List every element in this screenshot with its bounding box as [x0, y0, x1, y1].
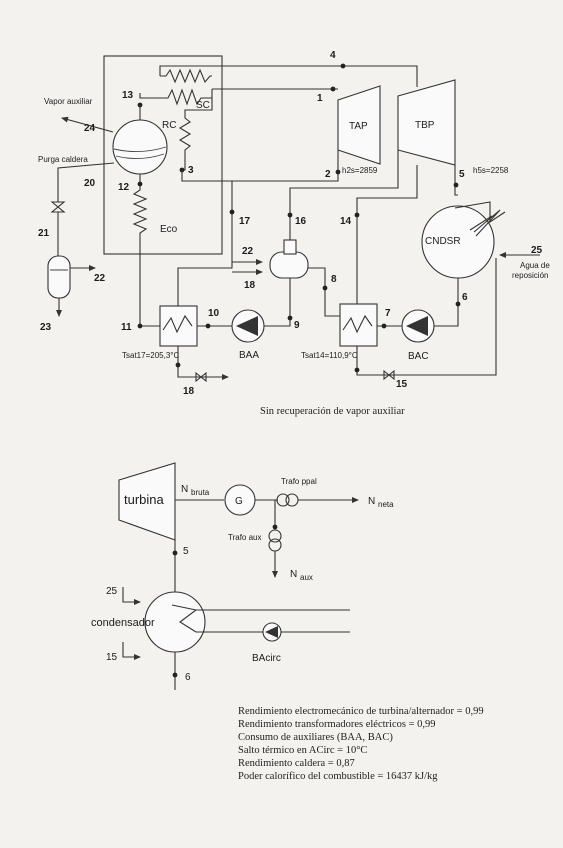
n-aux-sub: aux — [300, 573, 313, 582]
sch-point-6: 6 — [185, 672, 191, 683]
point-4: 4 — [330, 50, 336, 61]
point-12: 12 — [118, 182, 130, 193]
electrical-schematic: turbina N bruta G Trafo ppal N neta Traf… — [91, 462, 394, 690]
point-17: 17 — [239, 216, 251, 227]
trafo-ppal-1 — [276, 493, 290, 507]
tap-turbine — [337, 85, 381, 165]
point-24: 24 — [84, 123, 96, 134]
rc-drum — [112, 119, 168, 175]
point-16: 16 — [295, 216, 307, 227]
tsat14-label: Tsat14=110,9°C — [301, 351, 358, 360]
tsat17-label: Tsat17=205,3°C — [122, 351, 179, 360]
eco-coil — [132, 174, 148, 327]
eco-label: Eco — [160, 224, 178, 235]
n-neta-n: N — [368, 496, 375, 507]
boiler-enclosure — [103, 55, 223, 255]
turbina-label: turbina — [124, 492, 165, 507]
tbp-label: TBP — [415, 120, 435, 131]
point-5: 5 — [459, 169, 465, 180]
rc-label: RC — [162, 120, 176, 131]
condensador-label: condensador — [91, 617, 155, 629]
note-3: Consumo de auxiliares (BAA, BAC) — [238, 732, 393, 743]
point-14: 14 — [340, 216, 352, 227]
bacirc-label: BAcirc — [252, 653, 281, 664]
h5s-label: h5s=2258 — [473, 166, 509, 175]
point-10: 10 — [208, 308, 220, 319]
bac-label: BAC — [408, 351, 429, 362]
n-aux-n: N — [290, 569, 297, 580]
sch-point-5: 5 — [183, 546, 189, 557]
agua-reposicion-1: Agua de — [520, 261, 550, 270]
sch-point-15: 15 — [106, 652, 118, 663]
h2s-label: h2s=2859 — [342, 166, 378, 175]
trafo-aux-2 — [268, 538, 282, 552]
point-7: 7 — [385, 308, 391, 319]
point-21: 21 — [38, 228, 50, 239]
n-neta-sub: neta — [378, 500, 394, 509]
purga-caldera-label: Purga caldera — [38, 155, 88, 164]
n-bruta-sub: bruta — [191, 488, 210, 497]
sc-reheat-coil — [160, 68, 212, 84]
sc-label: SC — [196, 100, 210, 111]
point-6: 6 — [462, 292, 468, 303]
note-5: Rendimiento caldera = 0,87 — [238, 758, 355, 769]
cndsr-label: CNDSR — [425, 236, 461, 247]
point-22b: 22 — [242, 246, 254, 257]
sch-point-25: 25 — [106, 586, 118, 597]
note-1: Rendimiento electromecánico de turbina/a… — [238, 706, 484, 717]
note-6: Poder calorífico del combustible = 16437… — [238, 771, 438, 782]
sc-coil — [139, 88, 212, 106]
tap-label: TAP — [349, 121, 368, 132]
n-bruta-n: N — [181, 484, 188, 495]
valve-21 — [50, 201, 66, 213]
flash-tank — [47, 255, 71, 299]
point-1: 1 — [317, 93, 323, 104]
trafo-ppal-2 — [285, 493, 299, 507]
point-11: 11 — [121, 322, 132, 333]
point-2: 2 — [325, 169, 331, 180]
notes: Rendimiento electromecánico de turbina/a… — [238, 706, 484, 782]
point-15: 15 — [396, 379, 408, 390]
reheat-coil-vertical — [178, 98, 213, 171]
baa-label: BAA — [239, 350, 259, 361]
plant-diagram: RC SC 3 Eco 12 13 Vapor auxiliar 24 Purg… — [38, 50, 550, 417]
point-23: 23 — [40, 322, 52, 333]
point-8: 8 — [331, 274, 337, 285]
deaerator — [269, 251, 309, 279]
point-9: 9 — [294, 320, 300, 331]
point-18a: 18 — [244, 280, 256, 291]
note-2: Rendimiento transformadores eléctricos =… — [238, 719, 436, 730]
trafo-ppal-label: Trafo ppal — [281, 477, 317, 486]
point-20: 20 — [84, 178, 96, 189]
generator-label: G — [235, 496, 243, 507]
point-13: 13 — [122, 90, 134, 101]
agua-reposicion-2: reposición — [512, 271, 548, 280]
note-4: Salto térmico en ACirc = 10°C — [238, 745, 367, 756]
point-18b: 18 — [183, 386, 195, 397]
point-22a: 22 — [94, 273, 106, 284]
vapor-auxiliar-label: Vapor auxiliar — [44, 97, 93, 106]
trafo-aux-1 — [268, 529, 282, 543]
diagram-title: Sin recuperación de vapor auxiliar — [260, 406, 405, 417]
trafo-aux-label: Trafo aux — [228, 533, 262, 542]
point-25: 25 — [531, 245, 543, 256]
point-3: 3 — [188, 165, 194, 176]
